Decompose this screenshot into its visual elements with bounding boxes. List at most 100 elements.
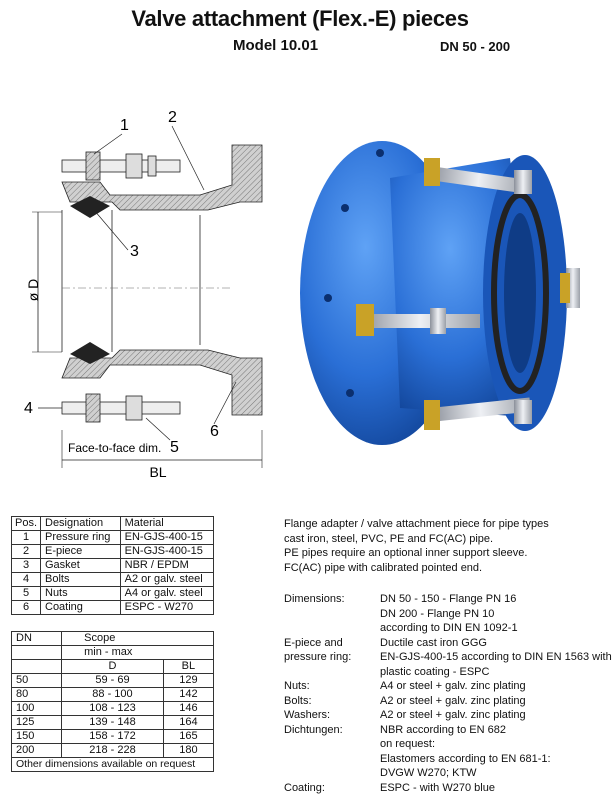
cell: EN-GJS-400-15 (120, 531, 213, 545)
product-render (290, 118, 595, 453)
cell: ESPC - W270 (120, 601, 213, 615)
description-line: PE pipes require an optional inner suppo… (284, 546, 549, 561)
cell: 3 (12, 559, 41, 573)
cell: 165 (163, 730, 213, 744)
description-line: Flange adapter / valve attachment piece … (284, 517, 549, 532)
section-drawing: ø D BL Face-to-face dim. 1 2 3 4 5 6 (0, 90, 280, 480)
cell: 200 (12, 744, 62, 758)
top-nut (126, 154, 142, 178)
cell: 139 - 148 (62, 716, 164, 730)
cell: E-piece (41, 545, 121, 559)
cell: 50 (12, 674, 62, 688)
callout-6: 6 (210, 423, 219, 440)
bore (504, 213, 536, 373)
spec-key: Coating: (284, 781, 325, 795)
cell: Pressure ring (41, 531, 121, 545)
cell: 59 - 69 (62, 674, 164, 688)
spec-value: Ductile cast iron GGG (380, 636, 487, 651)
dims-header-row: DN Scope (12, 632, 214, 646)
cell: 2 (12, 545, 41, 559)
header-dn: DN (12, 632, 62, 646)
cell: 6 (12, 601, 41, 615)
cell: 108 - 123 (62, 702, 164, 716)
bl-label: BL (149, 464, 166, 480)
cell: 125 (12, 716, 62, 730)
face-to-face-label: Face-to-face dim. (68, 441, 161, 455)
header-pos: Pos. (12, 517, 41, 531)
header-d: D (62, 660, 164, 674)
bottom-bolt (62, 402, 180, 414)
top-bolt (62, 160, 180, 172)
spec-value: A2 or steel + galv. zinc plating (380, 708, 526, 723)
bolt-right (560, 268, 580, 308)
cell: 150 (12, 730, 62, 744)
cell: A2 or galv. steel (120, 573, 213, 587)
header-bl: BL (163, 660, 213, 674)
header-material: Material (120, 517, 213, 531)
page-title: Valve attachment (Flex.-E) pieces (0, 6, 600, 32)
cell: 129 (163, 674, 213, 688)
bottom-nut (126, 396, 142, 420)
callout-5: 5 (170, 439, 179, 456)
cell: 218 - 228 (62, 744, 164, 758)
cell: 180 (163, 744, 213, 758)
description-line: cast iron, steel, PVC, PE and FC(AC) pip… (284, 532, 549, 547)
spec-value: A2 or steel + galv. zinc plating (380, 694, 526, 709)
cell: 142 (163, 688, 213, 702)
cell: A4 or galv. steel (120, 587, 213, 601)
spec-key: Dichtungen: (284, 723, 343, 738)
callout-4: 4 (24, 400, 33, 417)
header-scope: Scope (62, 632, 214, 646)
spec-value: A4 or steel + galv. zinc plating (380, 679, 526, 694)
spec-value: EN-GJS-400-15 according to DIN EN 1563 w… (380, 650, 612, 665)
cell: 4 (12, 573, 41, 587)
top-washer (148, 156, 156, 176)
spec-value: DN 200 - Flange PN 10 (380, 607, 494, 622)
cell: Nuts (41, 587, 121, 601)
parts-header-row: Pos. Designation Material (12, 517, 214, 531)
cell: 1 (12, 531, 41, 545)
spec-value: on request: (380, 737, 435, 752)
cell: Coating (41, 601, 121, 615)
spec-value: NBR according to EN 682 (380, 723, 506, 738)
dims-note: Other dimensions available on request (12, 758, 214, 772)
pressure-ring-top (86, 152, 100, 180)
spec-value: plastic coating - ESPC (380, 665, 489, 680)
dims-subheader-row: min - max (12, 646, 214, 660)
diameter-label: ø D (25, 279, 41, 302)
cell: 158 - 172 (62, 730, 164, 744)
cell: Bolts (41, 573, 121, 587)
spec-key: Dimensions: (284, 592, 345, 607)
callout-1: 1 (120, 117, 129, 134)
spec-value: according to DIN EN 1092-1 (380, 621, 518, 636)
callout-3: 3 (130, 243, 139, 260)
cell: 164 (163, 716, 213, 730)
cell: Gasket (41, 559, 121, 573)
spec-value: Elastomers according to EN 681-1: (380, 752, 551, 767)
spec-key: Nuts: (284, 679, 310, 694)
cell: NBR / EPDM (120, 559, 213, 573)
header-designation: Designation (41, 517, 121, 531)
description: Flange adapter / valve attachment piece … (284, 517, 549, 575)
spec-key: pressure ring: (284, 650, 351, 665)
cell: 146 (163, 702, 213, 716)
cell: 100 (12, 702, 62, 716)
cell: 5 (12, 587, 41, 601)
spec-key: E-piece and (284, 636, 343, 651)
description-line: FC(AC) pipe with calibrated pointed end. (284, 561, 549, 576)
pressure-ring-bottom (86, 394, 100, 422)
